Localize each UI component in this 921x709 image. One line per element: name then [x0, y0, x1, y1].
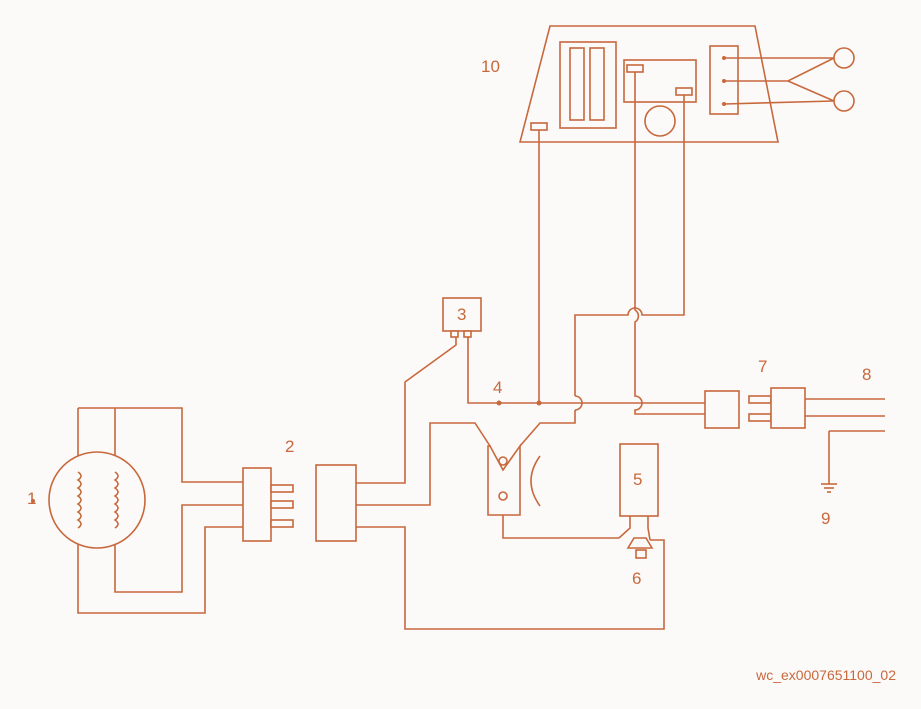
- mains-supply: [805, 398, 885, 484]
- image-code: wc_ex0007651100_02: [755, 667, 896, 683]
- label-9: 9: [821, 509, 830, 528]
- junction-dot: [496, 400, 502, 406]
- motor-connector: [242, 464, 357, 542]
- label-10: 10: [481, 57, 500, 76]
- label-3: 3: [457, 305, 466, 324]
- switch-module: [356, 297, 705, 484]
- junction-dot: [536, 400, 542, 406]
- relay: [618, 443, 659, 559]
- power-plug: [704, 387, 806, 429]
- motor: [48, 407, 243, 614]
- label-2: 2: [285, 437, 294, 456]
- label-8: 8: [862, 365, 871, 384]
- motor-marker-dot: [31, 499, 35, 503]
- label-4: 4: [493, 378, 502, 397]
- label-7: 7: [758, 357, 767, 376]
- thermostat: [487, 443, 541, 516]
- label-6: 6: [632, 569, 641, 588]
- control-panel: [518, 25, 779, 143]
- ground-symbol: [821, 483, 837, 493]
- label-5: 5: [633, 470, 642, 489]
- panel-sensor-leads: [723, 47, 855, 112]
- label-1: 1: [27, 489, 36, 508]
- wiring-harness: [356, 72, 705, 630]
